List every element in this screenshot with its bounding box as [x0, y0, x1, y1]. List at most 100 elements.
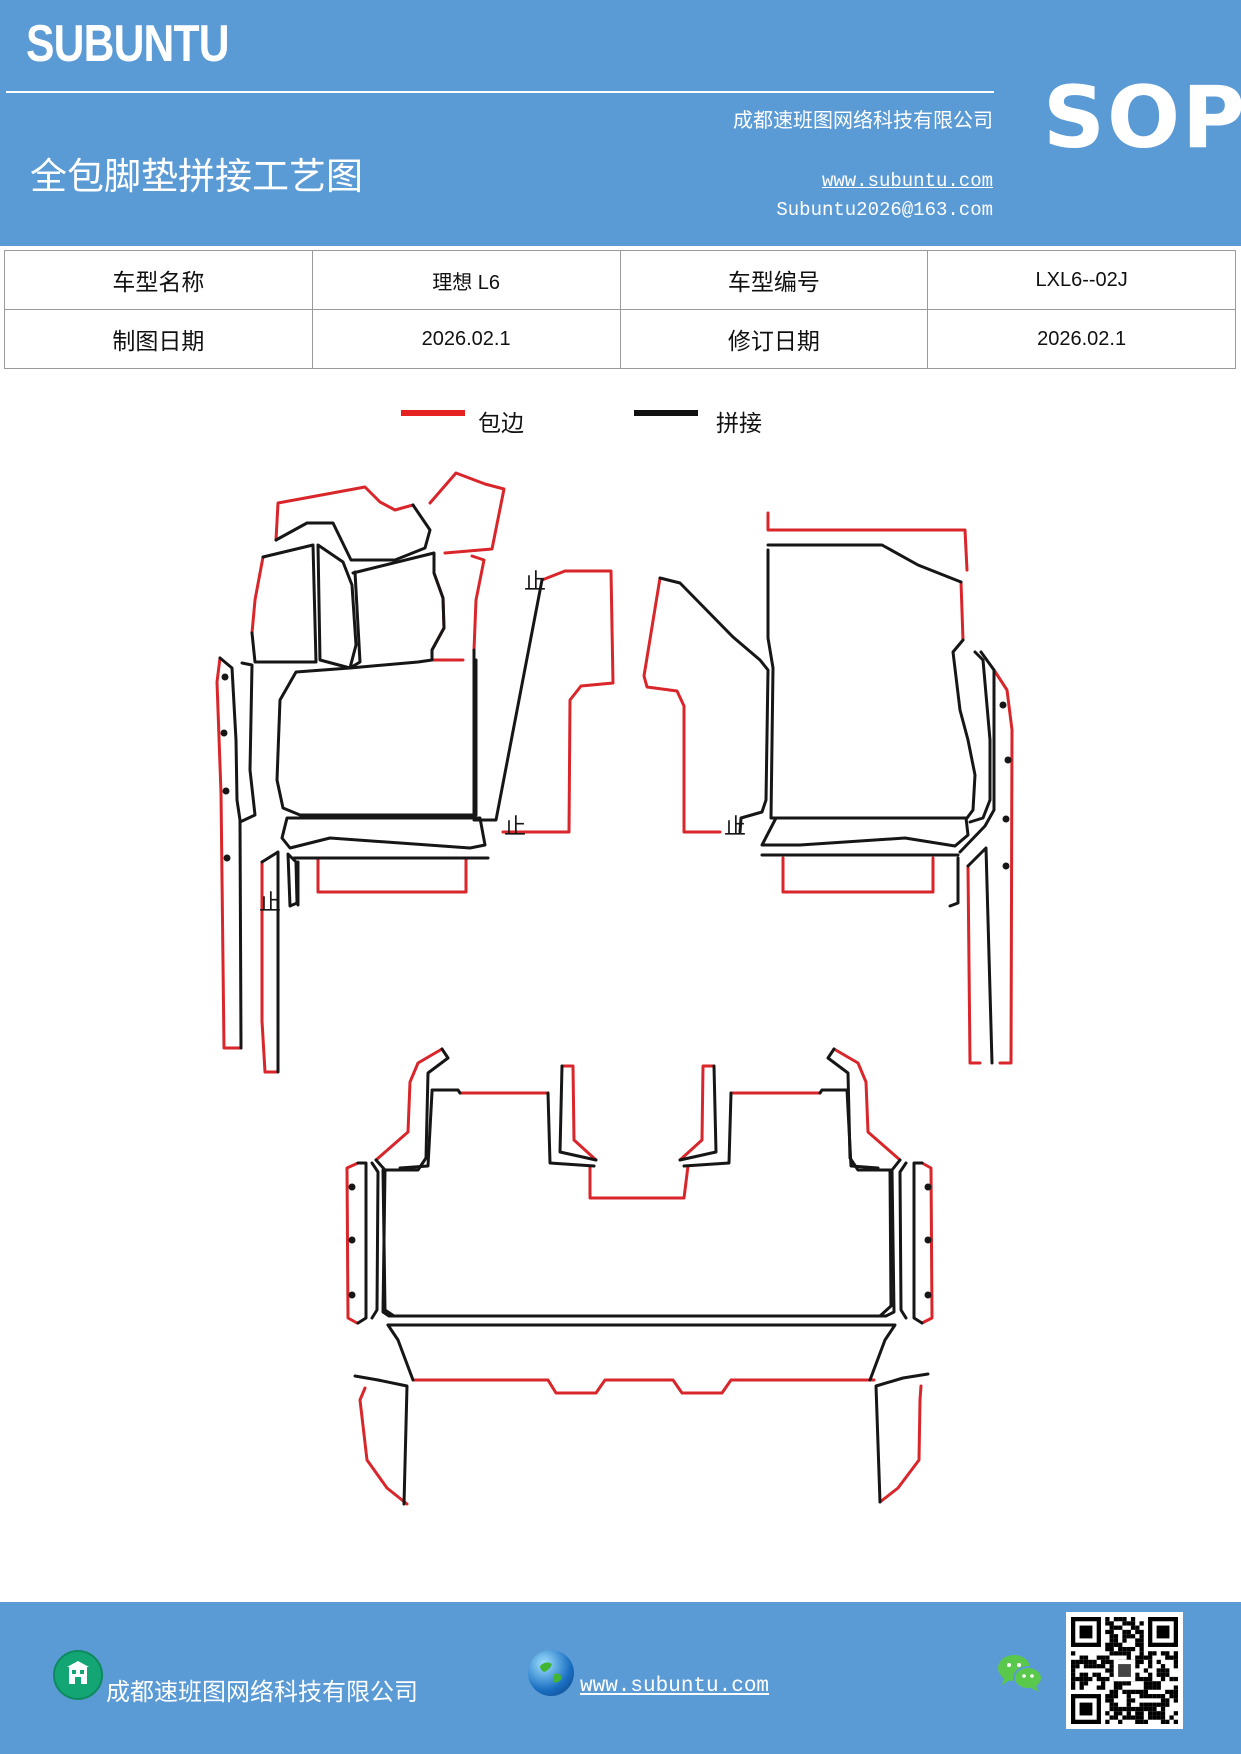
revise-date-label: 修订日期: [619, 309, 929, 369]
edge-segment: [959, 580, 965, 642]
seam-segment: [250, 543, 318, 664]
seam-segment: [874, 1158, 902, 1318]
legend-edge-label: 包边: [478, 411, 524, 437]
wechat-glyph: [998, 1655, 1043, 1692]
fastener-dot: [924, 1291, 932, 1299]
stop-mark: 止: [724, 815, 746, 840]
header-divider: [6, 91, 994, 93]
edge-segment: [215, 656, 243, 1050]
edge-segment: [992, 668, 1014, 1065]
revise-date-value: 2026.02.1: [927, 309, 1236, 369]
edge-segment: [358, 1386, 409, 1506]
seam-segment: [280, 816, 487, 850]
seam-segment: [968, 650, 992, 824]
seam-segment: [398, 1090, 434, 1170]
draw-date-label: 制图日期: [4, 309, 313, 369]
seam-segment: [386, 1323, 897, 1382]
legend-seam-label: 拼接: [716, 411, 762, 437]
seam-segment: [958, 650, 996, 854]
footer-company: 成都速班图网络科技有限公司: [106, 1678, 418, 1706]
edge-segment: [274, 485, 415, 542]
seam-segment: [766, 548, 969, 820]
edge-segment: [920, 1161, 934, 1325]
stop-mark: 止: [524, 570, 546, 595]
sop-badge: SOP: [1043, 68, 1241, 168]
seam-segment: [966, 846, 994, 1065]
seam-segment: [898, 1161, 908, 1320]
edge-segment: [588, 1164, 690, 1200]
seam-segment: [374, 1158, 402, 1318]
edge-segment: [560, 1064, 598, 1162]
edge-segment: [678, 1064, 716, 1162]
edge-segment: [832, 1047, 902, 1162]
stop-mark: 止: [504, 815, 526, 840]
building-glyph: [67, 1661, 89, 1684]
document-title: 全包脚垫拼接工艺图: [30, 155, 363, 198]
edge-segment: [345, 1161, 360, 1325]
seam-segment: [260, 850, 280, 1074]
legend: 包边 拼接: [0, 400, 1241, 440]
edge-segment: [316, 856, 468, 894]
seam-segment: [546, 1091, 596, 1168]
edge-segment: [781, 856, 935, 894]
website-link[interactable]: www.subuntu.com: [821, 170, 993, 192]
company-name: 成都速班图网络科技有限公司: [733, 108, 993, 132]
email-address: Subuntu2026@163.com: [776, 199, 993, 221]
floor-mat-diagram: 止 止 止 止: [215, 471, 1014, 1506]
edge-segment: [250, 555, 265, 635]
page-header: SUBUNTU 成都速班图网络科技有限公司 全包脚垫拼接工艺图 www.subu…: [0, 0, 1241, 246]
seam-segment: [558, 1064, 598, 1162]
seam-segment: [353, 1374, 409, 1506]
edge-segment: [470, 554, 486, 652]
seam-segment: [658, 576, 770, 834]
fastener-dot: [222, 787, 230, 795]
legend-seam-swatch: [634, 410, 698, 416]
seam-segment: [874, 1372, 930, 1504]
edge-segment: [501, 569, 615, 834]
draw-date-value: 2026.02.1: [311, 309, 621, 369]
table-row: 车型名称 理想 L6 车型编号 LXL6--02J: [4, 250, 1236, 310]
globe-glyph: [540, 1662, 562, 1683]
seam-segment: [348, 551, 446, 670]
edge-segment: [430, 571, 465, 662]
seam-segment: [316, 543, 358, 670]
model-name-label: 车型名称: [4, 250, 313, 310]
fastener-dot: [1002, 862, 1010, 870]
fastener-dot: [924, 1236, 932, 1244]
edge-segment: [260, 860, 279, 1074]
edge-segment: [966, 864, 982, 1065]
seam-segment: [275, 570, 478, 817]
edge-segment: [766, 511, 969, 572]
seam-segment: [948, 856, 960, 908]
page-footer: 成都速班图网络科技有限公司 www.subuntu.com: [0, 1602, 1241, 1754]
model-code-value: LXL6--02J: [927, 250, 1236, 310]
seam-segment: [274, 503, 432, 562]
seam-segment: [766, 543, 963, 584]
brand-logo: SUBUNTU: [26, 15, 230, 73]
edge-segment: [428, 471, 506, 555]
model-name-value: 理想 L6: [311, 250, 621, 310]
footer-website-link[interactable]: www.subuntu.com: [580, 1675, 770, 1698]
fastener-dots: [220, 673, 1012, 1299]
globe-icon: [528, 1650, 574, 1696]
edge-segment: [642, 576, 722, 834]
seam-segment: [760, 816, 970, 848]
edge-segment: [878, 1384, 923, 1504]
seam-segment: [678, 1064, 718, 1162]
fastener-dot: [221, 673, 229, 681]
fastener-dot: [999, 701, 1007, 709]
seam-segment: [238, 661, 257, 824]
fastener-dot: [924, 1183, 932, 1191]
stop-mark: 止: [259, 891, 281, 916]
seam-segment: [218, 656, 243, 1050]
qr-code: [1066, 1612, 1183, 1729]
seam-segment: [912, 1161, 924, 1325]
fastener-dot: [220, 729, 228, 737]
seam-segment: [286, 852, 299, 908]
wechat-icon: [996, 1652, 1044, 1694]
seam-segment: [430, 1088, 462, 1095]
info-table: 车型名称 理想 L6 车型编号 LXL6--02J 制图日期 2026.02.1…: [4, 250, 1236, 369]
seam-segment: [370, 1161, 380, 1320]
building-icon: [53, 1650, 103, 1700]
seam-segment: [381, 1168, 893, 1318]
